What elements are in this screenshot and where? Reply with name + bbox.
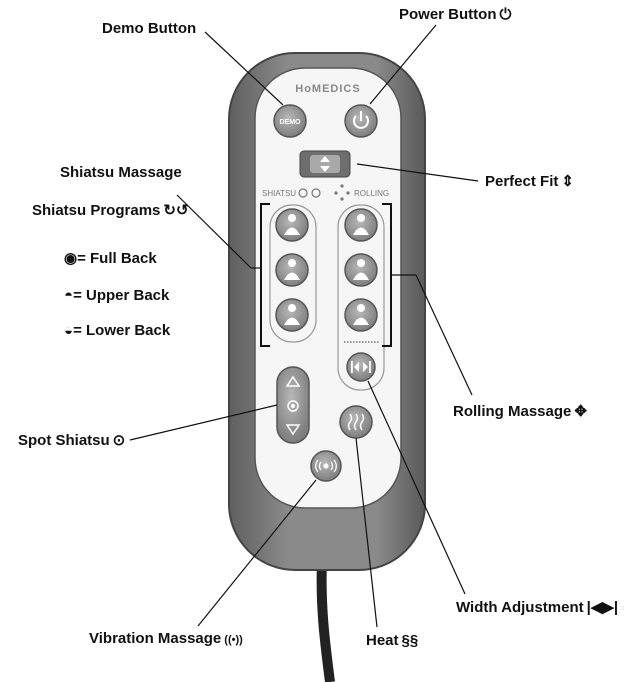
callout-lines [129, 24, 479, 628]
width-adjustment-callout: Width Adjustment|◀▶| [456, 599, 618, 617]
rolling-header: ROLLING [354, 189, 389, 198]
target-dot-icon: ⊙ [112, 432, 126, 449]
up-down-arrows-icon [320, 156, 330, 172]
heat-callout-text: Heat [366, 632, 399, 649]
shiatsu-upper-back-button[interactable] [275, 253, 309, 287]
target-dot-icon [287, 400, 299, 412]
rolling-column [337, 204, 385, 391]
shiatsu-massage-callout: Shiatsu Massage [60, 164, 182, 182]
vibration-button[interactable] [310, 450, 342, 482]
shiatsu-full-back-button[interactable] [275, 208, 309, 242]
power-button[interactable] [344, 104, 378, 138]
full-back-legend-text: = Full Back [77, 250, 157, 267]
four-way-arrows-icon: ✥ [574, 403, 587, 420]
spot-shiatsu-button[interactable] [276, 366, 310, 444]
rolling-full-back-button[interactable] [344, 208, 378, 242]
demo-callout-text: Demo Button [102, 20, 197, 37]
spot-down-arrow-icon [285, 424, 301, 436]
demo-button[interactable]: DEMO [273, 104, 307, 138]
remote-face [254, 67, 402, 509]
rolling-massage-callout-text: Rolling Massage [453, 403, 572, 420]
shiatsu-programs-callout-text: Shiatsu Programs [32, 202, 161, 219]
upper-back-legend: ◓= Upper Back [64, 287, 169, 305]
vibration-waves-icon: ((•)) [224, 634, 243, 646]
power-callout-text: Power Button [399, 6, 497, 23]
perfect-fit-button[interactable] [299, 150, 351, 178]
width-adjustment-button[interactable] [346, 352, 376, 382]
vibration-massage-callout-text: Vibration Massage [89, 630, 222, 647]
demo-button-label: DEMO [280, 119, 302, 126]
shiatsu-lower-back-button[interactable] [275, 298, 309, 332]
upper-back-icon [353, 259, 369, 280]
full-back-legend: ◉= Full Back [64, 250, 157, 268]
lower-back-legend: ◒= Lower Back [64, 322, 170, 340]
heat-waves-icon: §§ [401, 632, 419, 649]
full-back-icon: ◉ [64, 250, 78, 267]
lower-back-legend-text: = Lower Back [73, 322, 171, 339]
brand-logo: HoMEDICS [295, 83, 360, 95]
power-button-callout: Power Button⏻ [399, 6, 511, 24]
upper-back-icon [284, 259, 300, 280]
shiatsu-programs-callout: Shiatsu Programs↻↺ [32, 202, 189, 220]
up-down-arrows-icon: ⇕ [561, 173, 574, 190]
full-back-icon [284, 214, 300, 235]
left-right-arrows-icon [351, 361, 371, 373]
vibration-massage-callout: Vibration Massage((•)) [89, 630, 243, 649]
width-adjustment-callout-text: Width Adjustment [456, 599, 584, 616]
perfect-fit-callout: Perfect Fit⇕ [485, 173, 574, 191]
lower-back-icon [284, 304, 300, 325]
power-icon: ⏻ [499, 6, 512, 23]
four-way-arrows-icon [334, 184, 350, 201]
heat-button[interactable] [339, 405, 373, 439]
vibration-waves-icon [315, 459, 337, 473]
rolling-upper-back-button[interactable] [344, 253, 378, 287]
upper-back-icon: ◓ [64, 287, 74, 304]
spot-up-arrow-icon [285, 375, 301, 387]
rolling-massage-callout: Rolling Massage✥ [453, 403, 587, 421]
spot-shiatsu-callout-text: Spot Shiatsu [18, 432, 110, 449]
rolling-lower-back-button[interactable] [344, 298, 378, 332]
heat-waves-icon [347, 413, 365, 431]
heat-callout: Heat§§ [366, 632, 418, 650]
lower-back-icon: ◒ [64, 322, 74, 339]
shiatsu-column [269, 204, 317, 343]
perfect-fit-callout-text: Perfect Fit [485, 173, 559, 190]
power-icon [353, 111, 369, 129]
remote-cord [316, 559, 335, 682]
shiatsu-bracket [260, 203, 270, 347]
shiatsu-programs-icon: ↻↺ [163, 202, 189, 219]
upper-back-legend-text: = Upper Back [73, 287, 170, 304]
full-back-icon [353, 214, 369, 235]
shiatsu-header: SHIATSU [262, 189, 296, 198]
lower-back-icon [353, 304, 369, 325]
spot-shiatsu-callout: Spot Shiatsu⊙ [18, 432, 125, 450]
shiatsu-massage-callout-text: Shiatsu Massage [60, 164, 182, 181]
left-right-arrows-icon: |◀▶| [586, 599, 619, 616]
shiatsu-programs-icon [298, 188, 321, 198]
demo-button-callout: Demo Button [102, 20, 196, 38]
